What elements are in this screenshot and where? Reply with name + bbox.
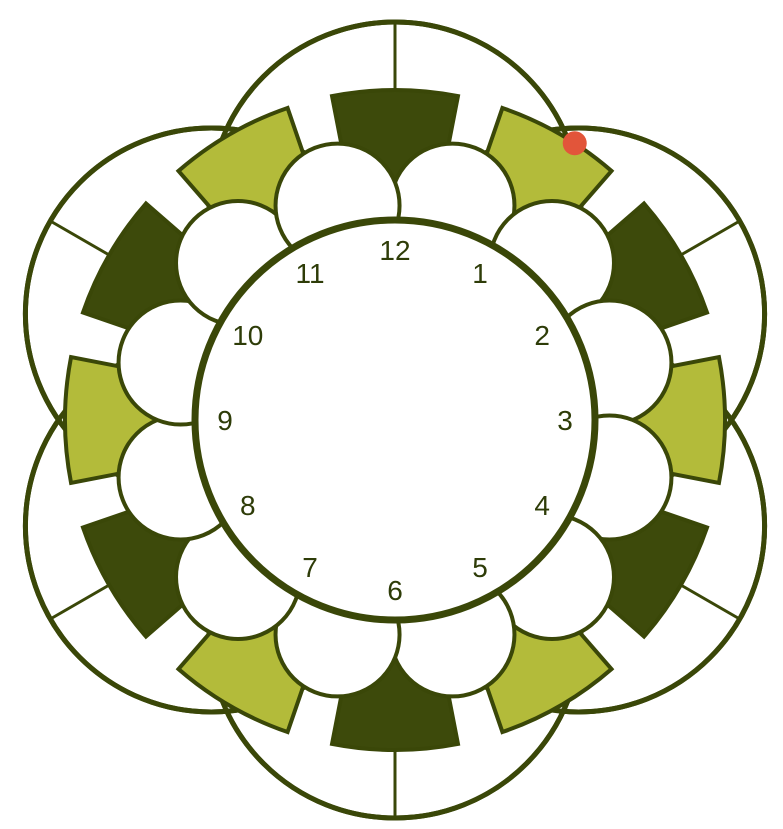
hour-label-9: 9 bbox=[217, 405, 233, 436]
hour-label-7: 7 bbox=[302, 552, 318, 583]
clock-face bbox=[195, 220, 595, 620]
hour-label-8: 8 bbox=[240, 490, 256, 521]
hour-label-10: 10 bbox=[232, 320, 263, 351]
hour-label-11: 11 bbox=[295, 258, 324, 289]
hour-label-2: 2 bbox=[534, 320, 550, 351]
hour-label-6: 6 bbox=[387, 575, 403, 606]
hour-label-12: 12 bbox=[379, 235, 410, 266]
hour-label-5: 5 bbox=[472, 552, 488, 583]
hour-label-3: 3 bbox=[557, 405, 573, 436]
hour-label-1: 1 bbox=[472, 258, 488, 289]
red-dot-marker bbox=[563, 131, 587, 155]
hour-label-4: 4 bbox=[534, 490, 550, 521]
